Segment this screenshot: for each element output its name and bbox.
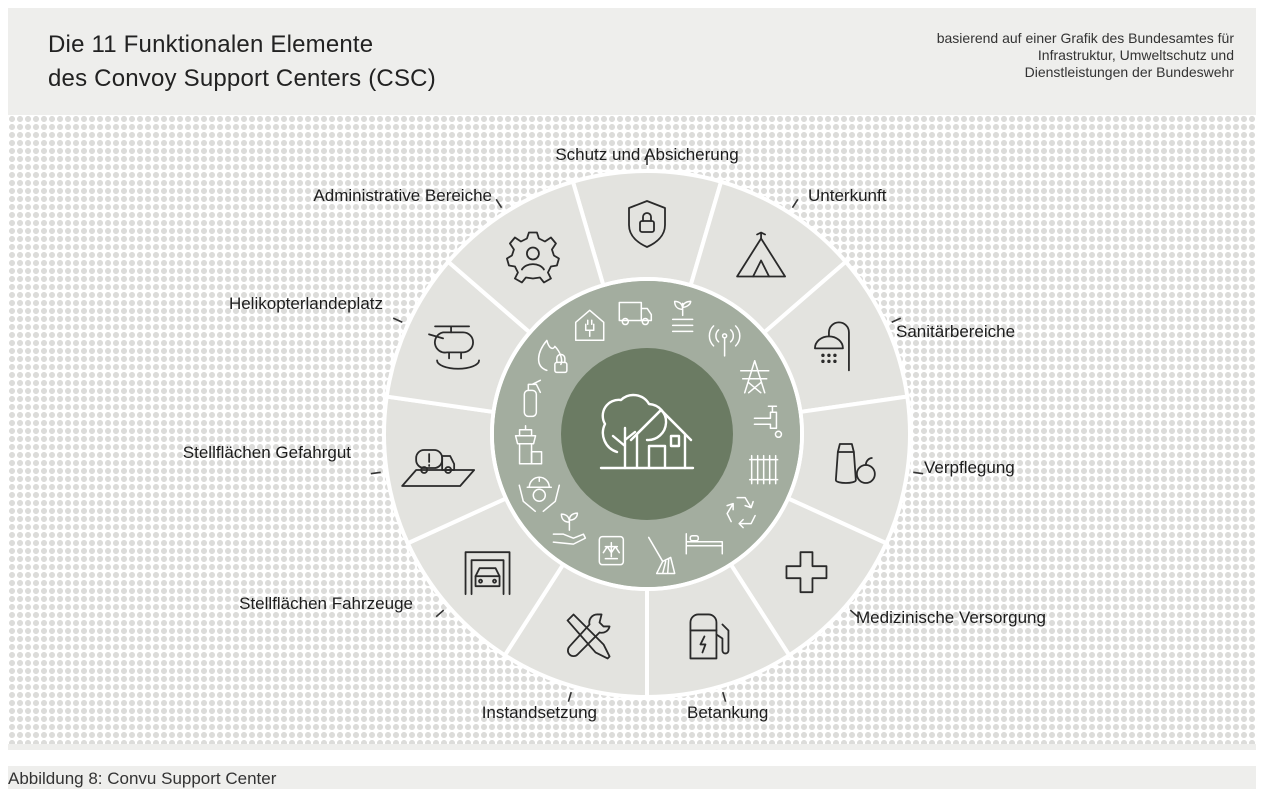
title-line-1: Die 11 Funktionalen Elemente [48, 31, 374, 58]
label-hazmat-truck: Stellflächen Gefahrgut [182, 443, 351, 462]
truck-icon [618, 301, 653, 326]
label-tent: Unterkunft [808, 186, 887, 205]
label-tick [849, 609, 859, 618]
label-tick [722, 691, 727, 702]
label-medical-cross: Medizinische Versorgung [856, 608, 1046, 627]
inner-icons [514, 300, 783, 575]
plant-solar-icon [671, 300, 694, 333]
source-line-2: Infrastruktur, Umweltschutz und [1037, 47, 1234, 63]
food-bag-apple-icon [834, 443, 876, 484]
recycle-icon [726, 496, 756, 529]
shield-lock-icon [628, 200, 666, 248]
label-tick [567, 691, 572, 702]
shower-icon [814, 321, 850, 372]
broom-icon [647, 536, 676, 575]
source-line-3: Dienstleistungen der Bundeswehr [1024, 64, 1234, 80]
outer-icons [401, 200, 876, 660]
medical-cross-icon [785, 551, 828, 594]
label-shower: Sanitärbereiche [896, 322, 1016, 341]
label-wrench-screwdriver: Instandsetzung [481, 703, 597, 722]
label-tick [435, 609, 445, 618]
center-disc [561, 348, 733, 520]
radiator-icon [748, 454, 779, 485]
hand-plant-icon [552, 512, 587, 545]
source-note: basierend auf einer Grafik des Bundesamt… [937, 30, 1234, 81]
source-line-1: basierend auf einer Grafik des Bundesamt… [936, 30, 1234, 46]
bed-icon [685, 532, 724, 555]
tent-icon [736, 231, 786, 278]
label-gear-person: Administrative Bereiche [313, 186, 492, 205]
label-food-bag-apple: Verpflegung [924, 458, 1015, 477]
power-pylon-icon [739, 359, 770, 394]
label-helicopter: Helikopterlandeplatz [228, 294, 383, 313]
label-fuel-pump: Betankung [687, 703, 769, 722]
antenna-icon [708, 325, 741, 357]
figure-caption: Abbildung 8: Convu Support Center [8, 769, 277, 788]
figure-caption-bar: Abbildung 8: Convu Support Center [8, 766, 1256, 789]
label-tick [891, 317, 902, 323]
hazmat-truck-icon [401, 449, 476, 487]
tree-house-icon [599, 393, 695, 470]
fire-extinguisher-icon [523, 379, 542, 418]
wrench-screwdriver-icon [566, 613, 611, 660]
label-shield-lock: Schutz und Absicherung [555, 145, 739, 164]
label-tick [392, 317, 403, 323]
hands-worker-icon [518, 476, 561, 513]
fire-lock-icon [537, 339, 568, 374]
label-tick [495, 198, 503, 209]
page-title: Die 11 Funktionalen Elemente des Convoy … [48, 28, 436, 96]
label-garage-car: Stellflächen Fahrzeuge [239, 594, 413, 613]
garage-car-icon [464, 551, 511, 596]
scale-icon [598, 535, 625, 566]
label-tick [913, 471, 924, 475]
helicopter-icon [428, 325, 480, 370]
label-tick [791, 198, 799, 209]
water-tap-icon [753, 405, 783, 439]
house-plug-icon [574, 309, 605, 342]
control-tower-icon [514, 424, 543, 465]
gear-person-icon [506, 231, 560, 284]
label-ticks [370, 155, 924, 702]
fuel-pump-icon [689, 613, 730, 660]
title-line-2: des Convoy Support Centers (CSC) [48, 65, 436, 92]
label-tick [370, 471, 381, 475]
